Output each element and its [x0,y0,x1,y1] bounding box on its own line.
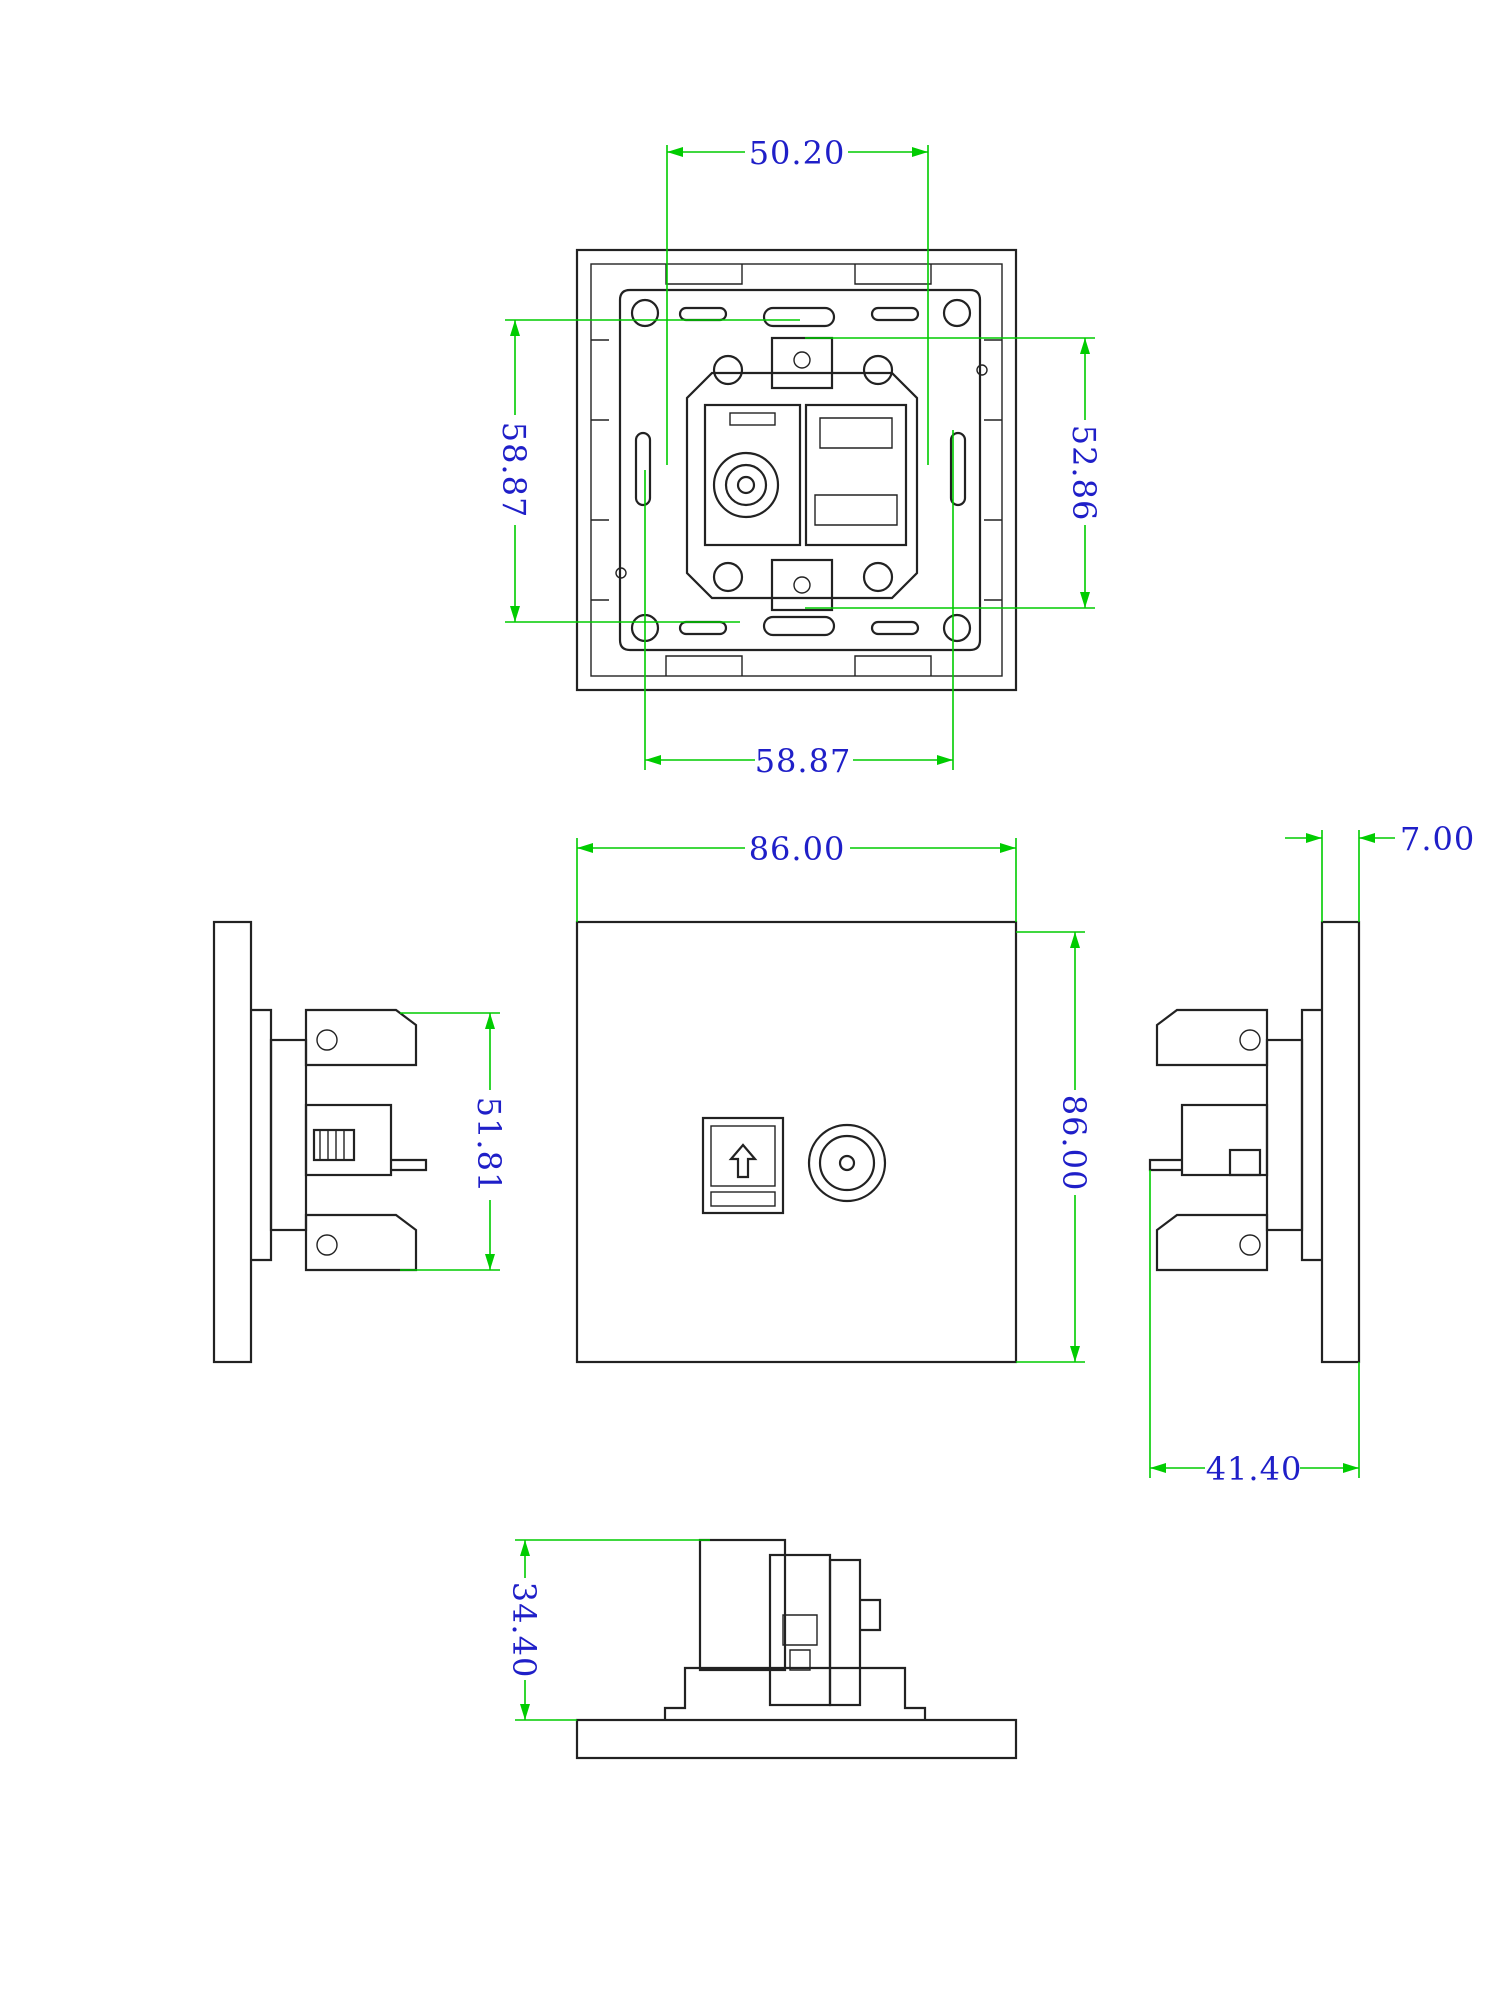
frame-hole-tl [630,298,660,328]
frame-slot-1 [678,306,728,322]
right-side-screw-bottom [1239,1234,1261,1256]
data-jack-shutter [710,1191,776,1207]
left-side-screw-bottom [316,1234,338,1256]
coax-housing-latch [729,412,776,426]
coax-connector-outer [712,451,780,519]
dim-34-40-label: 34.40 [505,1582,543,1679]
dim-52-86-lines [805,337,1095,609]
left-side-plate [212,920,253,1364]
bottom-frame [663,1666,927,1720]
dim-34-40-lines [515,1539,710,1721]
module-body [685,371,919,600]
right-side-view [1148,920,1361,1364]
dim-51-81-label: 51.81 [470,1097,508,1194]
terminal-screw-1 [712,354,744,386]
dim-86-00-width-label: 86.00 [749,830,846,868]
left-side-tab [391,1158,428,1172]
data-jack-opening [710,1125,776,1187]
dim-50-20-label: 50.20 [749,134,846,172]
frame-slot-right [949,431,967,507]
right-side-clamp-bottom [1155,1213,1269,1272]
right-side-fconnector [1228,1148,1262,1177]
frame-slot-5 [762,615,836,637]
dim-41-40-lines [1149,1170,1360,1478]
front-plate [575,920,1018,1364]
terminal-screw-4 [862,561,894,593]
dim-51-81-lines [400,1012,500,1271]
left-side-frame [251,1008,273,1262]
left-side-clamp-top [304,1008,418,1067]
frame-slot-6 [870,620,920,636]
bottom-view [575,1538,1018,1760]
left-side-fconnector-thread [319,1130,345,1160]
bottom-module-center [768,1553,832,1707]
mounting-frame [618,288,982,652]
left-side-view [212,920,428,1364]
bottom-plate [575,1718,1018,1760]
clamp-top-screw [793,351,811,369]
right-side-plate [1320,920,1361,1364]
data-jack-frame [701,1116,785,1215]
coax-connector-pin [736,475,756,495]
right-side-connector-body [1180,1103,1269,1177]
dimension-layer: 50.20 58.87 52.86 58.87 86.00 86.00 51.8… [400,134,1475,1721]
left-side-clamp-bottom [304,1213,418,1272]
dim-86-00-height-lines [1016,931,1085,1363]
back-plate-inner [590,263,1003,677]
rj45-housing [804,403,908,547]
frame-hole-tr [942,298,972,328]
frame-slot-2 [762,306,836,328]
clamp-top [770,336,834,390]
right-side-frame [1300,1008,1322,1262]
rj45-housing-detail [814,417,898,526]
bottom-connector-stub [860,1598,882,1632]
coax-housing [703,403,802,547]
dim-50-20-lines [666,145,929,465]
dim-58-87-left-label: 58.87 [495,422,533,519]
plate-screw-right [976,364,988,376]
back-plate-outline [575,248,1018,692]
dim-7-00-label: 7.00 [1400,820,1475,858]
frame-slot-left [634,431,652,507]
frame-slot-4 [678,620,728,636]
bottom-clamp [782,1614,818,1671]
tv-socket-pin [838,1154,856,1172]
left-side-body [269,1038,308,1232]
right-side-clamp-top [1155,1008,1269,1067]
data-jack-arrow-icon [728,1143,758,1179]
tv-socket-outer [807,1123,887,1203]
terminal-screw-3 [712,561,744,593]
coax-connector-mid [724,463,768,507]
bottom-module-left [698,1538,787,1672]
dim-58-87-bottom-lines [644,430,954,770]
dim-86-00-width-lines [576,838,1017,922]
bottom-module-right [828,1558,862,1707]
right-side-tab [1148,1158,1182,1172]
left-side-fconnector [312,1128,356,1162]
plate-screw-left [615,567,627,579]
right-side-screw-top [1239,1029,1261,1051]
right-side-body [1265,1038,1304,1232]
dim-58-87-bottom-label: 58.87 [755,742,852,780]
dim-7-00-lines [1285,830,1395,922]
dim-7-00-arrows [1306,833,1375,843]
front-view [575,920,1018,1364]
clamp-bottom-screw [793,576,811,594]
terminal-screw-2 [862,354,894,386]
left-side-screw-top [316,1029,338,1051]
frame-slot-3 [870,306,920,322]
frame-hole-br [942,613,972,643]
back-plate-ribs [591,264,1002,676]
clamp-bottom [770,558,834,612]
back-view [575,248,1018,692]
dim-52-86-label: 52.86 [1065,425,1103,522]
tv-socket-mid [818,1134,876,1192]
dim-86-00-height-label: 86.00 [1055,1095,1093,1192]
dim-41-40-label: 41.40 [1206,1450,1303,1488]
dim-58-87-left-lines [505,319,800,623]
left-side-connector-body [304,1103,393,1177]
